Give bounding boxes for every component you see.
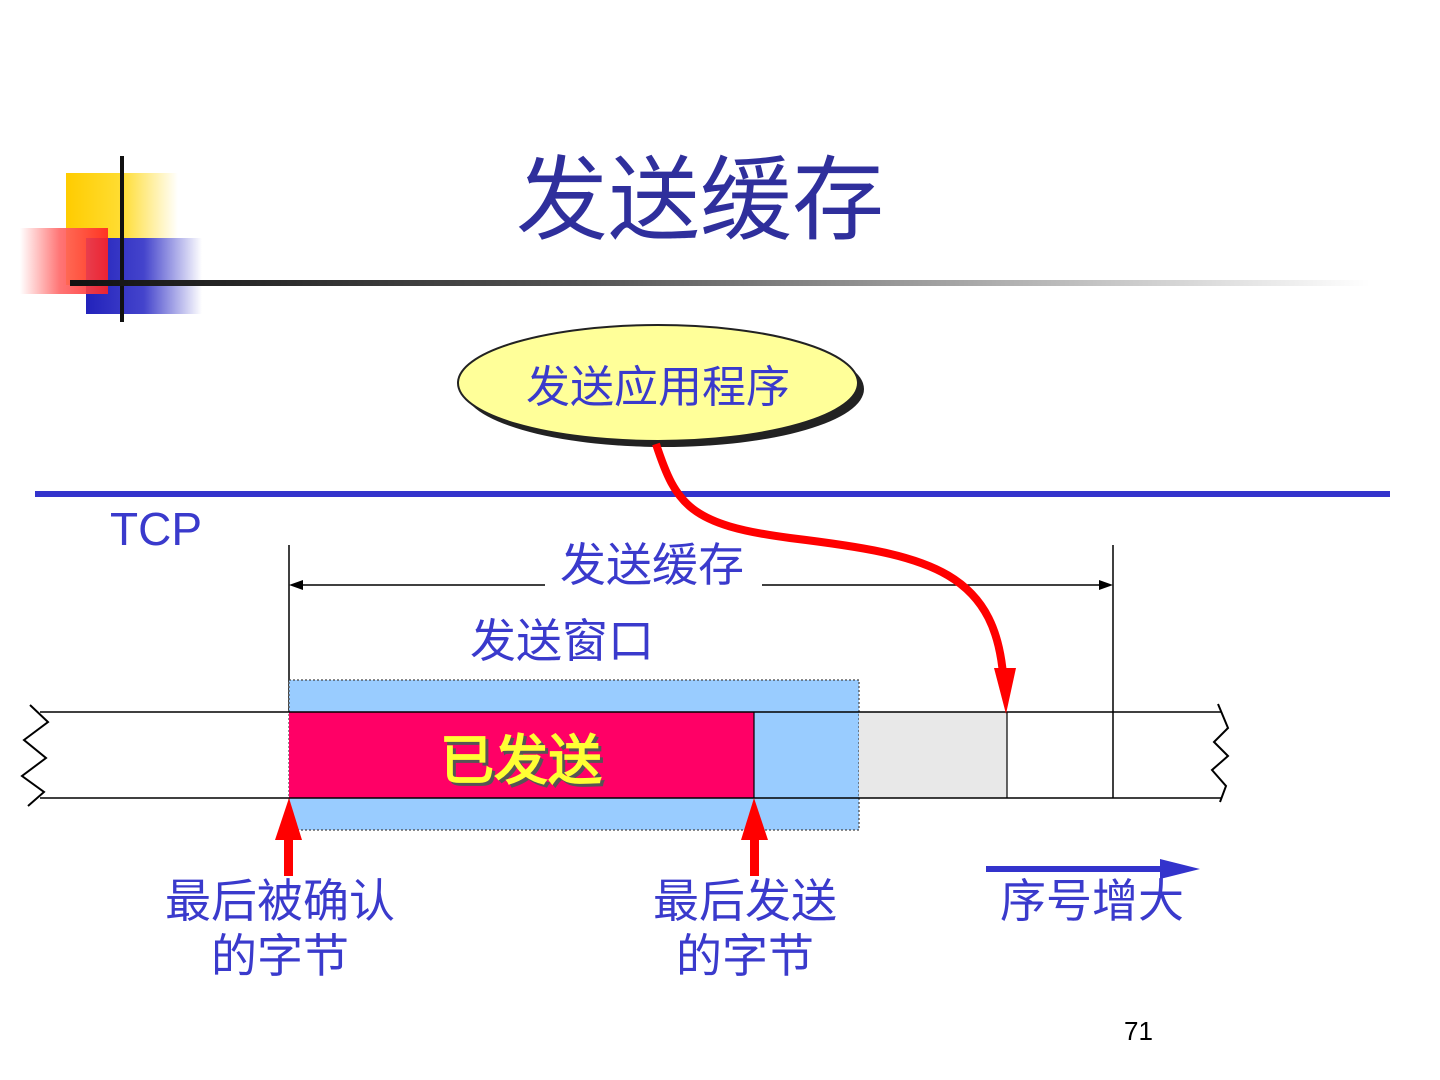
right-break-zigzag (1210, 703, 1230, 803)
logo-decoration (20, 156, 202, 322)
left-break-zigzag (20, 704, 50, 807)
last-acked-label: 最后被确认 的字节 (165, 874, 395, 984)
seq-increase-label: 序号增大 (1000, 874, 1184, 928)
sent-label: 已发送 (440, 728, 602, 792)
last-sent-line1: 最后发送 (653, 874, 837, 928)
title-underline (70, 280, 1370, 286)
sent-segment (289, 712, 754, 798)
page-number: 71 (1124, 1016, 1153, 1046)
buffer-dimension-arrow (289, 580, 1113, 590)
last-acked-pointer (275, 798, 302, 876)
app-label: 发送应用程序 (526, 362, 790, 413)
last-acked-line2: 的字节 (211, 929, 349, 984)
tcp-label: TCP (110, 503, 202, 555)
last-acked-line1: 最后被确认 (165, 874, 395, 928)
unsent-segment (859, 712, 1007, 798)
app-write-arrow (652, 442, 1008, 691)
last-sent-pointer (741, 798, 768, 876)
last-sent-line2: 的字节 (676, 929, 814, 984)
seq-increase-arrow (986, 859, 1200, 879)
app-bubble (457, 324, 859, 442)
buffer-label: 发送缓存 (550, 538, 754, 594)
window-label: 发送窗口 (470, 614, 654, 668)
last-sent-label: 最后发送 的字节 (653, 874, 837, 984)
slide-title: 发送缓存 (515, 147, 884, 254)
